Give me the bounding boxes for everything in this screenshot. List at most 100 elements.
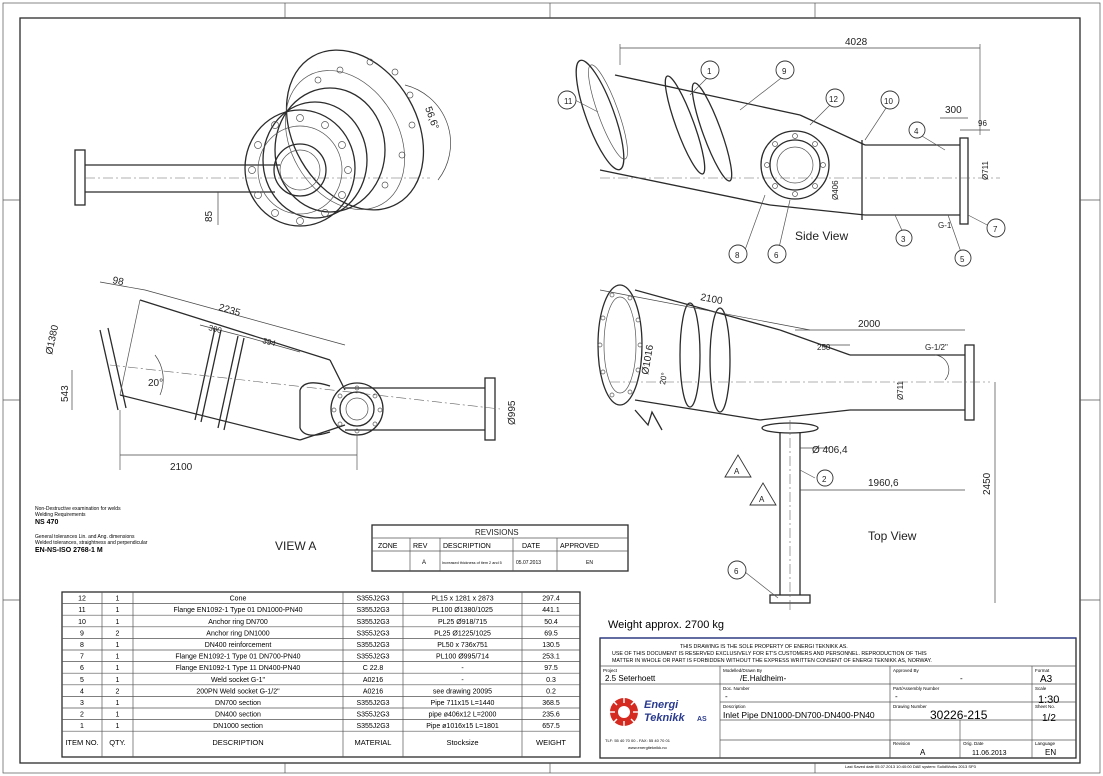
bom-cell: DN400 reinforcement: [205, 642, 272, 649]
bom-cell: Pipe ø1016x15 L=1801: [426, 723, 499, 730]
bom-cell: 12: [78, 596, 86, 603]
bom-cell: Weld socket G-1": [211, 677, 266, 684]
property-line-3: MATTER IN WHOLE OR PART IS FORBIDDEN WIT…: [612, 658, 932, 664]
bom-cell: 297.4: [542, 596, 560, 603]
bom-header: MATERIAL: [355, 738, 392, 747]
bom-cell: 1: [116, 642, 120, 649]
top-view-label: Top View: [868, 529, 917, 543]
title-block: Weight approx. 2700 kg THIS DRAWING IS T…: [599, 619, 1077, 769]
bom-cell: 1: [116, 619, 120, 626]
bom-cell: see drawing 20095: [433, 688, 492, 695]
bom-cell: 200PN Weld socket G-1/2": [196, 688, 280, 695]
bom-header: QTY.: [109, 738, 126, 747]
bom-cell: Anchor ring DN1000: [206, 630, 270, 637]
bom-cell: pipe ø406x12 L=2000: [429, 712, 497, 719]
project-value: 2.5 Seterhoett: [605, 674, 656, 683]
view-a-2100-dim: 2100: [170, 462, 193, 473]
bom-cell: 1: [116, 607, 120, 614]
bom-cell: 1: [116, 654, 120, 661]
view-a-394-dim: 394: [262, 336, 278, 348]
bom-cell: 657.5: [542, 723, 560, 730]
bom-cell: -: [461, 665, 464, 672]
bom-cell: PL100 Ø995/714: [436, 654, 489, 661]
side-balloon-7: 7: [993, 225, 998, 234]
bom-cell: 441.1: [542, 607, 560, 614]
bom-cell: S355J2G3: [356, 596, 389, 603]
format-label: Format: [1035, 668, 1050, 673]
bom-cell: Flange EN1092-1 Type 11 DN400-PN40: [176, 665, 301, 672]
bom-cell: 9: [80, 630, 84, 637]
doc-value: -: [725, 692, 728, 701]
bom-cell: Anchor ring DN700: [208, 619, 268, 626]
bom-cell: 1: [116, 700, 120, 707]
bom-cell: PL25 Ø1225/1025: [434, 630, 491, 637]
side-balloon-11: 11: [564, 97, 573, 106]
view-a-2235-dim: 2235: [217, 302, 242, 319]
modelled-label: Modelled/Drawn By: [723, 668, 763, 673]
top-balloon-6: 6: [734, 567, 739, 576]
bom-cell: 130.5: [542, 642, 560, 649]
bom-cell: Flange EN1092-1 Type 01 DN700-PN40: [175, 654, 300, 661]
orig-date-label: Orig. Date: [963, 741, 984, 746]
bom-cell: 11: [78, 607, 85, 614]
bom-cell: -: [461, 677, 464, 684]
side-view: 4028 300 96 Ø711 Ø406 G-1 Side View 11 1…: [557, 37, 1006, 267]
scale-label: Scale: [1035, 686, 1047, 691]
side-balloon-8: 8: [735, 251, 740, 260]
top-2100-dim: 2100: [699, 292, 723, 307]
bom-cell: 8: [80, 642, 84, 649]
bom-cell: DN400 section: [215, 712, 261, 719]
doc-label: Doc. Number: [723, 686, 750, 691]
revisions-title: REVISIONS: [475, 528, 519, 537]
zone-ticks: [3, 3, 1100, 773]
rev-header-approved: APPROVED: [560, 543, 599, 550]
bom-cell: Flange EN1092-1 Type 01 DN1000-PN40: [173, 607, 302, 614]
bom-cell: 1: [116, 712, 120, 719]
bom-cell: 2: [116, 630, 120, 637]
logo-line-3: AS: [697, 716, 707, 723]
bom-cell: S355J2G3: [356, 654, 389, 661]
revision-value: A: [920, 748, 926, 757]
top-2000-dim: 2000: [858, 319, 881, 330]
bom-cell: 1: [80, 723, 84, 730]
section-mark-a2: A: [759, 495, 765, 504]
top-g12-dim: G-1/2": [925, 343, 948, 352]
revisions-table: REVISIONS ZONE REV DESCRIPTION DATE APPR…: [371, 524, 629, 572]
bom-cell: 0.3: [546, 677, 556, 684]
bom-cell: DN1000 section: [213, 723, 263, 730]
bom-cell: S355J2G3: [356, 712, 389, 719]
rev-header-rev: REV: [413, 543, 428, 550]
bom-cell: DN700 section: [215, 700, 261, 707]
view-a-98-dim: 98: [111, 275, 125, 288]
bom-cell: 97.5: [544, 665, 558, 672]
sheet-label: Sheet No.: [1035, 704, 1055, 709]
bom-cell: S355J2G3: [356, 642, 389, 649]
side-balloon-4: 4: [914, 127, 919, 136]
footer-saved: Last Saved date 05.07.2013 10:40:00 DAE …: [845, 764, 977, 769]
modelled-value: /E.Haldheim-: [740, 674, 787, 683]
isometric-view: 56,6° 85: [74, 49, 451, 227]
note1b: Welding Requirements: [35, 512, 86, 518]
contact-line-1: TLF: 55 40 70 00 - FAX: 55 40 70 01: [605, 738, 671, 743]
desc-value: Inlet Pipe DN1000-DN700-DN400-PN40: [723, 710, 875, 720]
top-250-dim: 250: [817, 343, 831, 352]
bom-cell: PL25 Ø918/715: [438, 619, 487, 626]
desc-label: Description: [723, 704, 746, 709]
side-balloon-12: 12: [829, 95, 838, 104]
drawing-value: 30226-215: [930, 708, 988, 722]
bom-cell: Cone: [230, 596, 247, 603]
bom-cell: 3: [80, 700, 84, 707]
bom-cell: 4: [80, 688, 84, 695]
side-balloon-1: 1: [707, 67, 712, 76]
scale-value: 1:30: [1038, 694, 1059, 706]
side-balloon-3: 3: [901, 235, 906, 244]
bom-cell: S355J2G3: [356, 630, 389, 637]
iso-angle-dim: 56,6°: [422, 105, 440, 131]
bom-header: Stocksize: [446, 738, 478, 747]
bom-cell: 2: [116, 688, 120, 695]
side-balloon-5: 5: [960, 255, 965, 264]
side-balloon-10: 10: [884, 97, 893, 106]
top-o1016-dim: Ø1016: [640, 344, 656, 376]
rev-row-date: 05.07.2013: [516, 560, 541, 566]
